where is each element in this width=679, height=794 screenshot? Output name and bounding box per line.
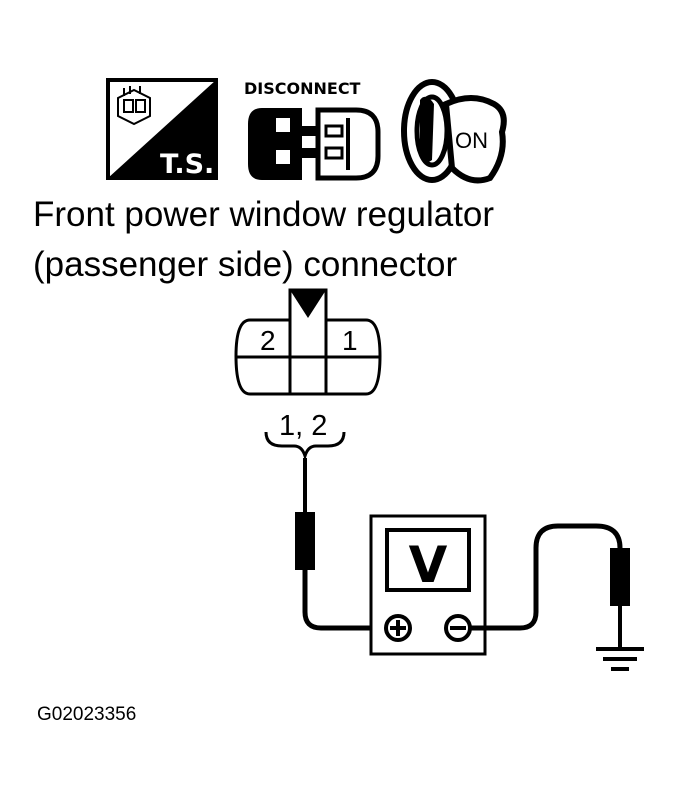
probe-pins-label: 1, 2 — [279, 410, 327, 442]
figure-id: G02023356 — [37, 704, 136, 725]
connector-title-line2: (passenger side) connector — [33, 245, 457, 284]
disconnect-connector-icon: DISCONNECT — [244, 79, 381, 181]
negative-terminal-icon — [444, 614, 472, 642]
positive-terminal-icon — [384, 614, 412, 642]
connector-pin-1: 1 — [342, 325, 358, 356]
voltmeter-icon: V — [369, 514, 487, 656]
connector-lock-tab — [290, 290, 326, 318]
test-shortcut-label: T.S. — [160, 149, 214, 180]
connector-face: 2 1 — [234, 288, 382, 396]
positive-probe — [295, 458, 388, 631]
connector-pin-2: 2 — [260, 325, 276, 356]
connector-title-line1: Front power window regulator — [33, 195, 494, 234]
negative-probe — [470, 523, 630, 648]
test-shortcut-icon: T.S. — [106, 78, 218, 180]
voltmeter-mode-label: V — [409, 536, 448, 594]
ground-icon — [596, 647, 644, 671]
ignition-key-on-icon: ON — [401, 79, 507, 184]
pin-brace — [264, 431, 346, 462]
ignition-on-label: ON — [455, 128, 488, 153]
disconnect-label: DISCONNECT — [244, 79, 361, 98]
